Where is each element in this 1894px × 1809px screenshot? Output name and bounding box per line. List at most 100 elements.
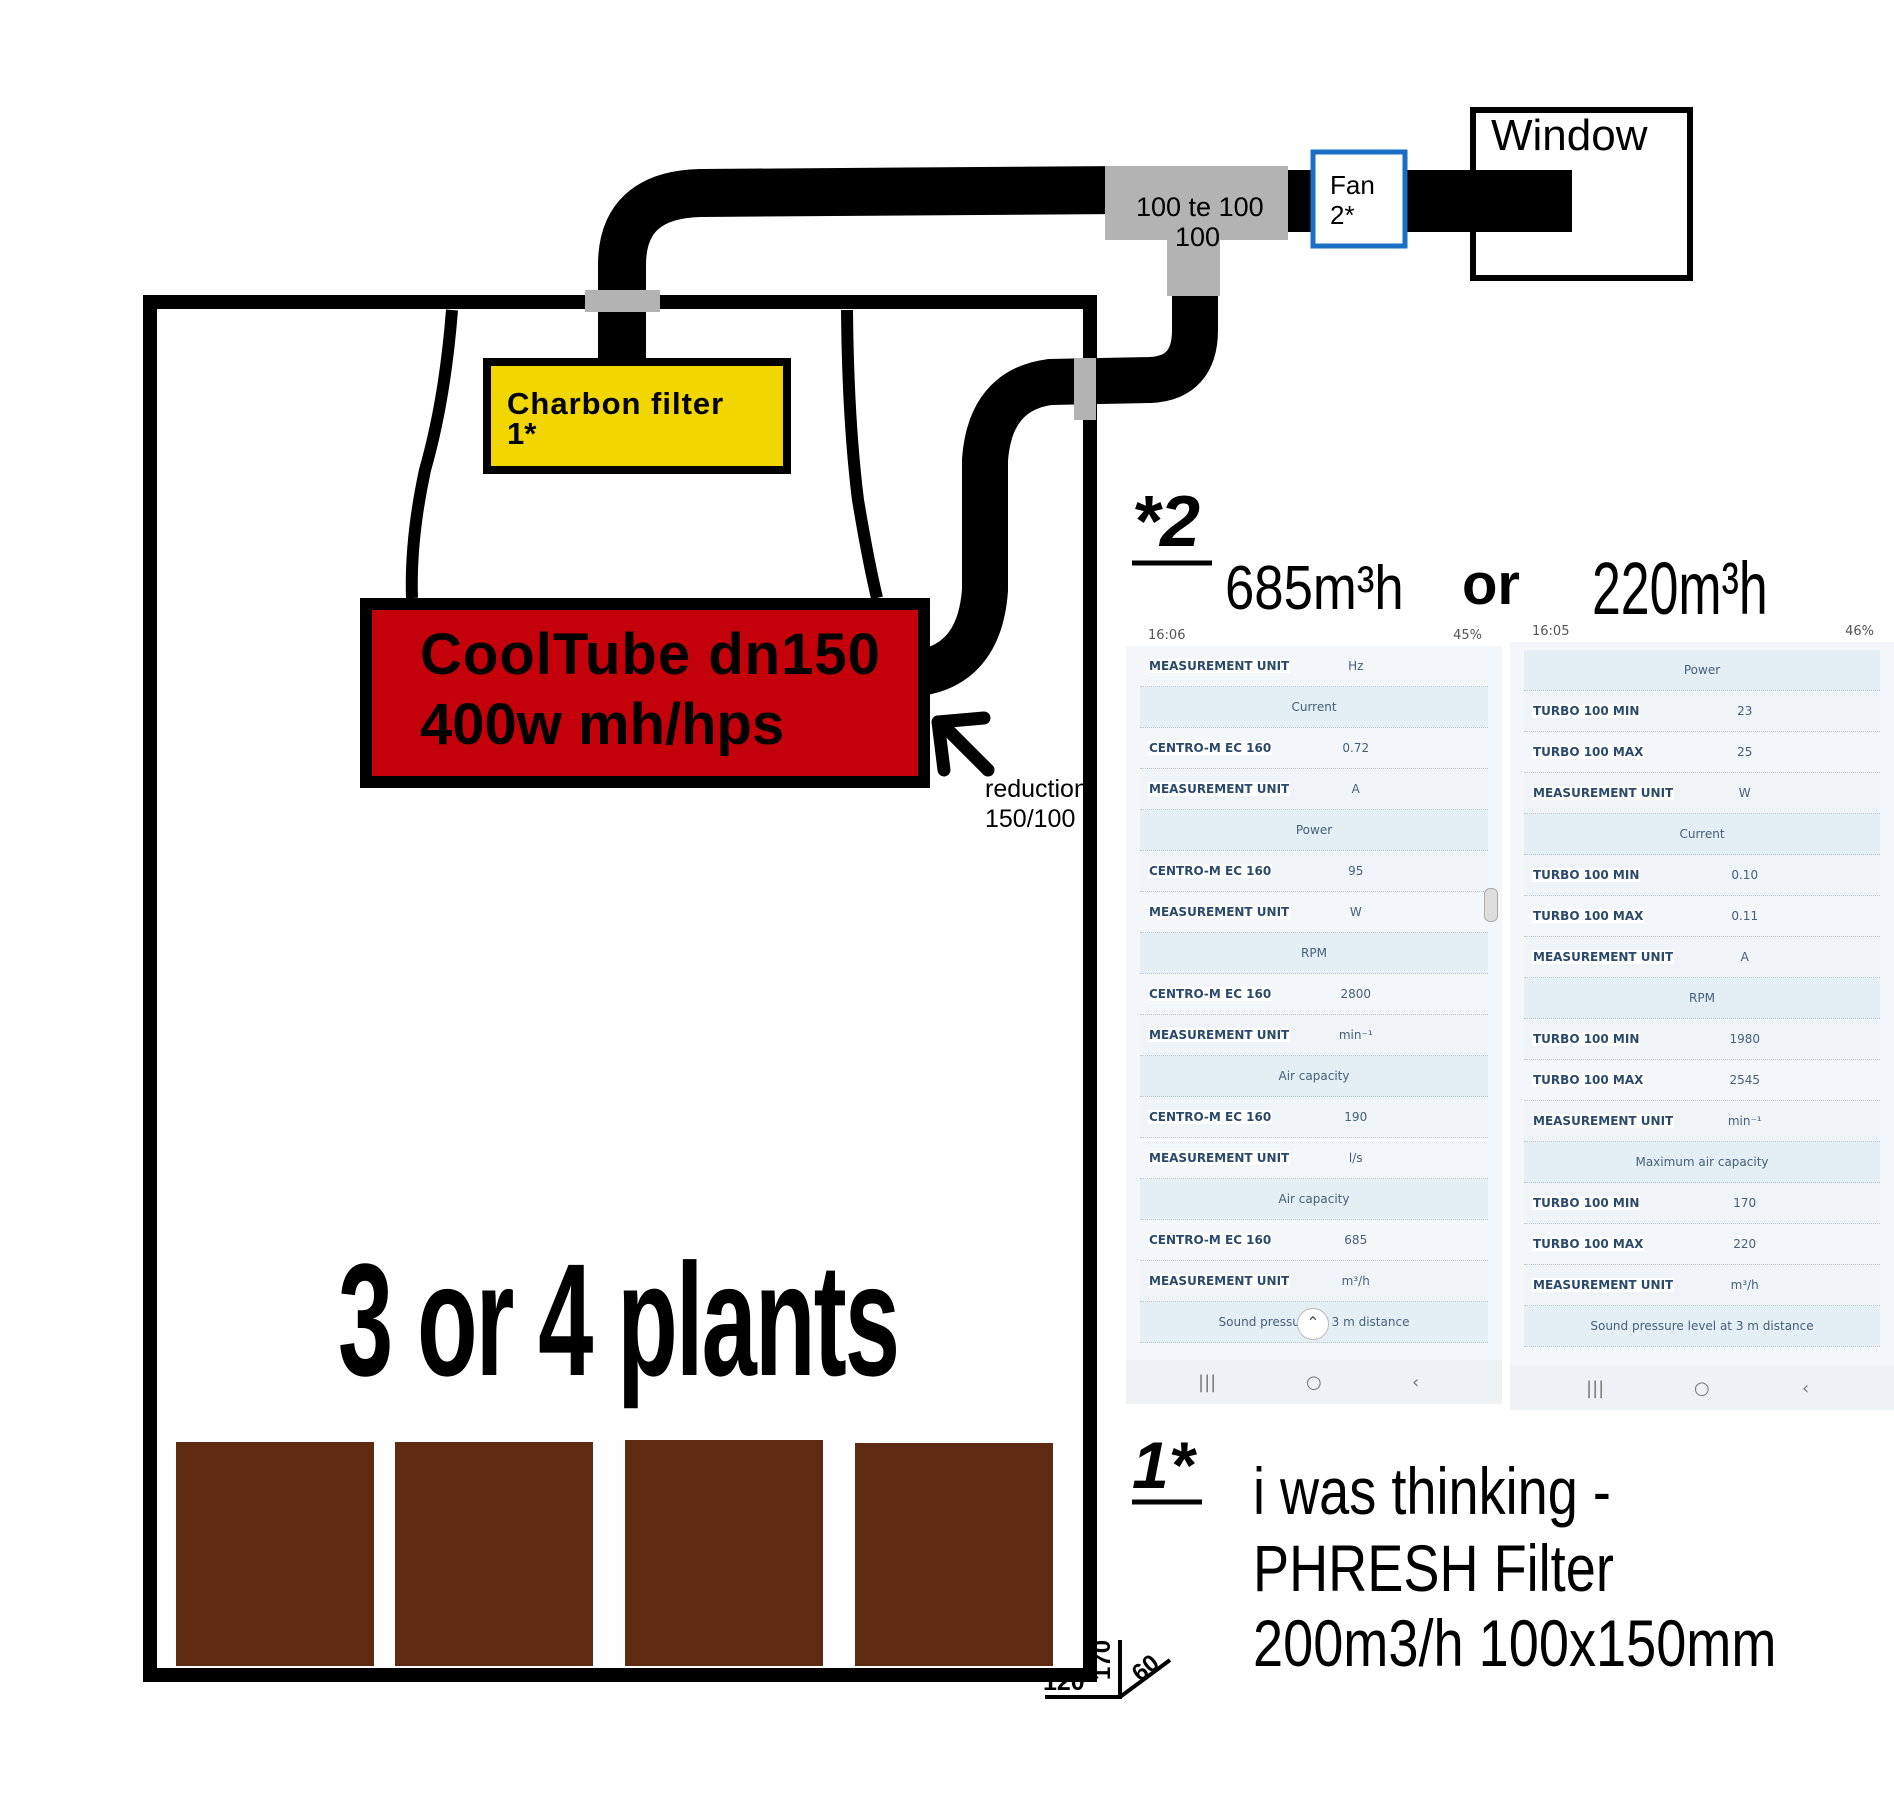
row-name: MEASUREMENT UNIT [1532, 1114, 1675, 1128]
plants-label: 3 or 4 plants [338, 1230, 900, 1409]
charbon-filter-box [483, 358, 791, 474]
table-section-header: RPM [1140, 933, 1488, 974]
window-label: Window [1491, 111, 1648, 160]
row-value: 2545 [1729, 1073, 1760, 1087]
table-section-header: RPM [1524, 978, 1880, 1019]
tee-label-line1: 100 te 100 [1136, 192, 1264, 222]
scroll-top-icon[interactable]: ⌃ [1297, 1308, 1329, 1340]
row-name: CENTRO-M EC 160 [1148, 1233, 1273, 1247]
row-name: MEASUREMENT UNIT [1148, 782, 1291, 796]
duct-filter-to-tee [598, 166, 1126, 360]
note2-mark: *2 [1132, 482, 1201, 562]
note2-value-a-wrap: 685m³h [1225, 558, 1435, 620]
table-row: TURBO 100 MIN 23 [1524, 691, 1880, 732]
filter-hanger-left [405, 309, 458, 599]
section-label: Maximum air capacity [1635, 1155, 1769, 1169]
recent-apps-icon[interactable]: ||| [1198, 1372, 1217, 1393]
table-row: MEASUREMENT UNIT A [1140, 769, 1488, 810]
row-value: l/s [1348, 1151, 1363, 1165]
window-box [1470, 107, 1693, 281]
recent-apps-icon[interactable]: ||| [1586, 1378, 1605, 1399]
scroll-handle[interactable] [1484, 888, 1498, 922]
row-name: MEASUREMENT UNIT [1532, 786, 1675, 800]
clamp-filter [585, 290, 660, 312]
row-value: m³/h [1730, 1278, 1759, 1292]
table-row: TURBO 100 MAX 2545 [1524, 1060, 1880, 1101]
dimension-width: 120 [1043, 1668, 1085, 1696]
row-name: TURBO 100 MAX [1532, 745, 1645, 759]
table-section-header: Sound pressure level at 3 m distance [1524, 1306, 1880, 1347]
row-value: A [1740, 950, 1749, 964]
table-row: MEASUREMENT UNIT W [1524, 773, 1880, 814]
reduction-label-line2: 150/100 [985, 805, 1076, 833]
home-icon[interactable]: ○ [1694, 1378, 1710, 1399]
row-value: 23 [1737, 704, 1753, 718]
section-label: Air capacity [1278, 1192, 1350, 1206]
row-value: Hz [1348, 659, 1364, 673]
note1-line3: 200m3/h 100x150mm [1253, 1606, 1777, 1680]
row-value: W [1738, 786, 1751, 800]
row-value: A [1351, 782, 1360, 796]
row-name: MEASUREMENT UNIT [1532, 1278, 1675, 1292]
table-section-header: Maximum air capacity [1524, 1142, 1880, 1183]
charbon-filter-label-line2: 1* [507, 416, 537, 451]
section-label: Power [1683, 663, 1721, 677]
row-name: TURBO 100 MAX [1532, 1237, 1645, 1251]
row-name: MEASUREMENT UNIT [1148, 1151, 1291, 1165]
row-name: TURBO 100 MIN [1532, 868, 1641, 882]
charbon-filter-label-line1: Charbon filter [507, 386, 725, 421]
row-name: MEASUREMENT UNIT [1148, 659, 1291, 673]
row-name: MEASUREMENT UNIT [1148, 1028, 1291, 1042]
table-section-header: Current [1140, 687, 1488, 728]
row-name: TURBO 100 MIN [1532, 704, 1641, 718]
note1-line2-wrap: PHRESH Filter [1253, 1535, 1693, 1601]
duct-fan-to-window [1400, 170, 1572, 232]
note2-value-a: 685m³h [1225, 554, 1404, 623]
row-value: 685 [1344, 1233, 1368, 1247]
back-icon[interactable]: ‹ [1802, 1378, 1810, 1399]
section-label: Air capacity [1278, 1069, 1350, 1083]
table-section-header: Current [1524, 814, 1880, 855]
note2-value-b: 220m³h [1592, 547, 1768, 630]
row-name: TURBO 100 MAX [1532, 1073, 1645, 1087]
row-value: 0.11 [1731, 909, 1759, 923]
note1-line3-wrap: 200m3/h 100x150mm [1253, 1610, 1891, 1676]
filter-hanger-right [841, 309, 883, 600]
duct-cooltube-to-tee [918, 295, 1218, 695]
note1-mark: 1* [1132, 1428, 1195, 1502]
row-value: 0.72 [1342, 741, 1370, 755]
table-row: TURBO 100 MIN 0.10 [1524, 855, 1880, 896]
reduction-arrowhead [931, 711, 991, 777]
row-name: TURBO 100 MIN [1532, 1032, 1641, 1046]
status-bar: 16:06 45% [1126, 624, 1502, 646]
section-label: Power [1295, 823, 1333, 837]
fan-label-line1: Fan [1330, 170, 1375, 200]
fan-label-line2: 2* [1330, 200, 1355, 230]
dimension-marker [1045, 1640, 1172, 1699]
table-section-header: Air capacity [1140, 1179, 1488, 1220]
table-row: CENTRO-M EC 160 685 [1140, 1220, 1488, 1261]
status-time: 16:06 [1148, 628, 1186, 643]
back-icon[interactable]: ‹ [1412, 1372, 1420, 1393]
row-name: MEASUREMENT UNIT [1148, 1274, 1291, 1288]
table-row: MEASUREMENT UNIT Hz [1140, 646, 1488, 687]
plant-pot-2 [395, 1442, 593, 1666]
home-icon[interactable]: ○ [1306, 1372, 1322, 1393]
plant-pot-3 [625, 1440, 823, 1666]
table-row: MEASUREMENT UNIT m³/h [1524, 1265, 1880, 1306]
row-value: 0.10 [1731, 868, 1759, 882]
table-section-header: Power [1524, 650, 1880, 691]
row-value: m³/h [1341, 1274, 1370, 1288]
status-bar: 16:05 46% [1510, 620, 1894, 642]
